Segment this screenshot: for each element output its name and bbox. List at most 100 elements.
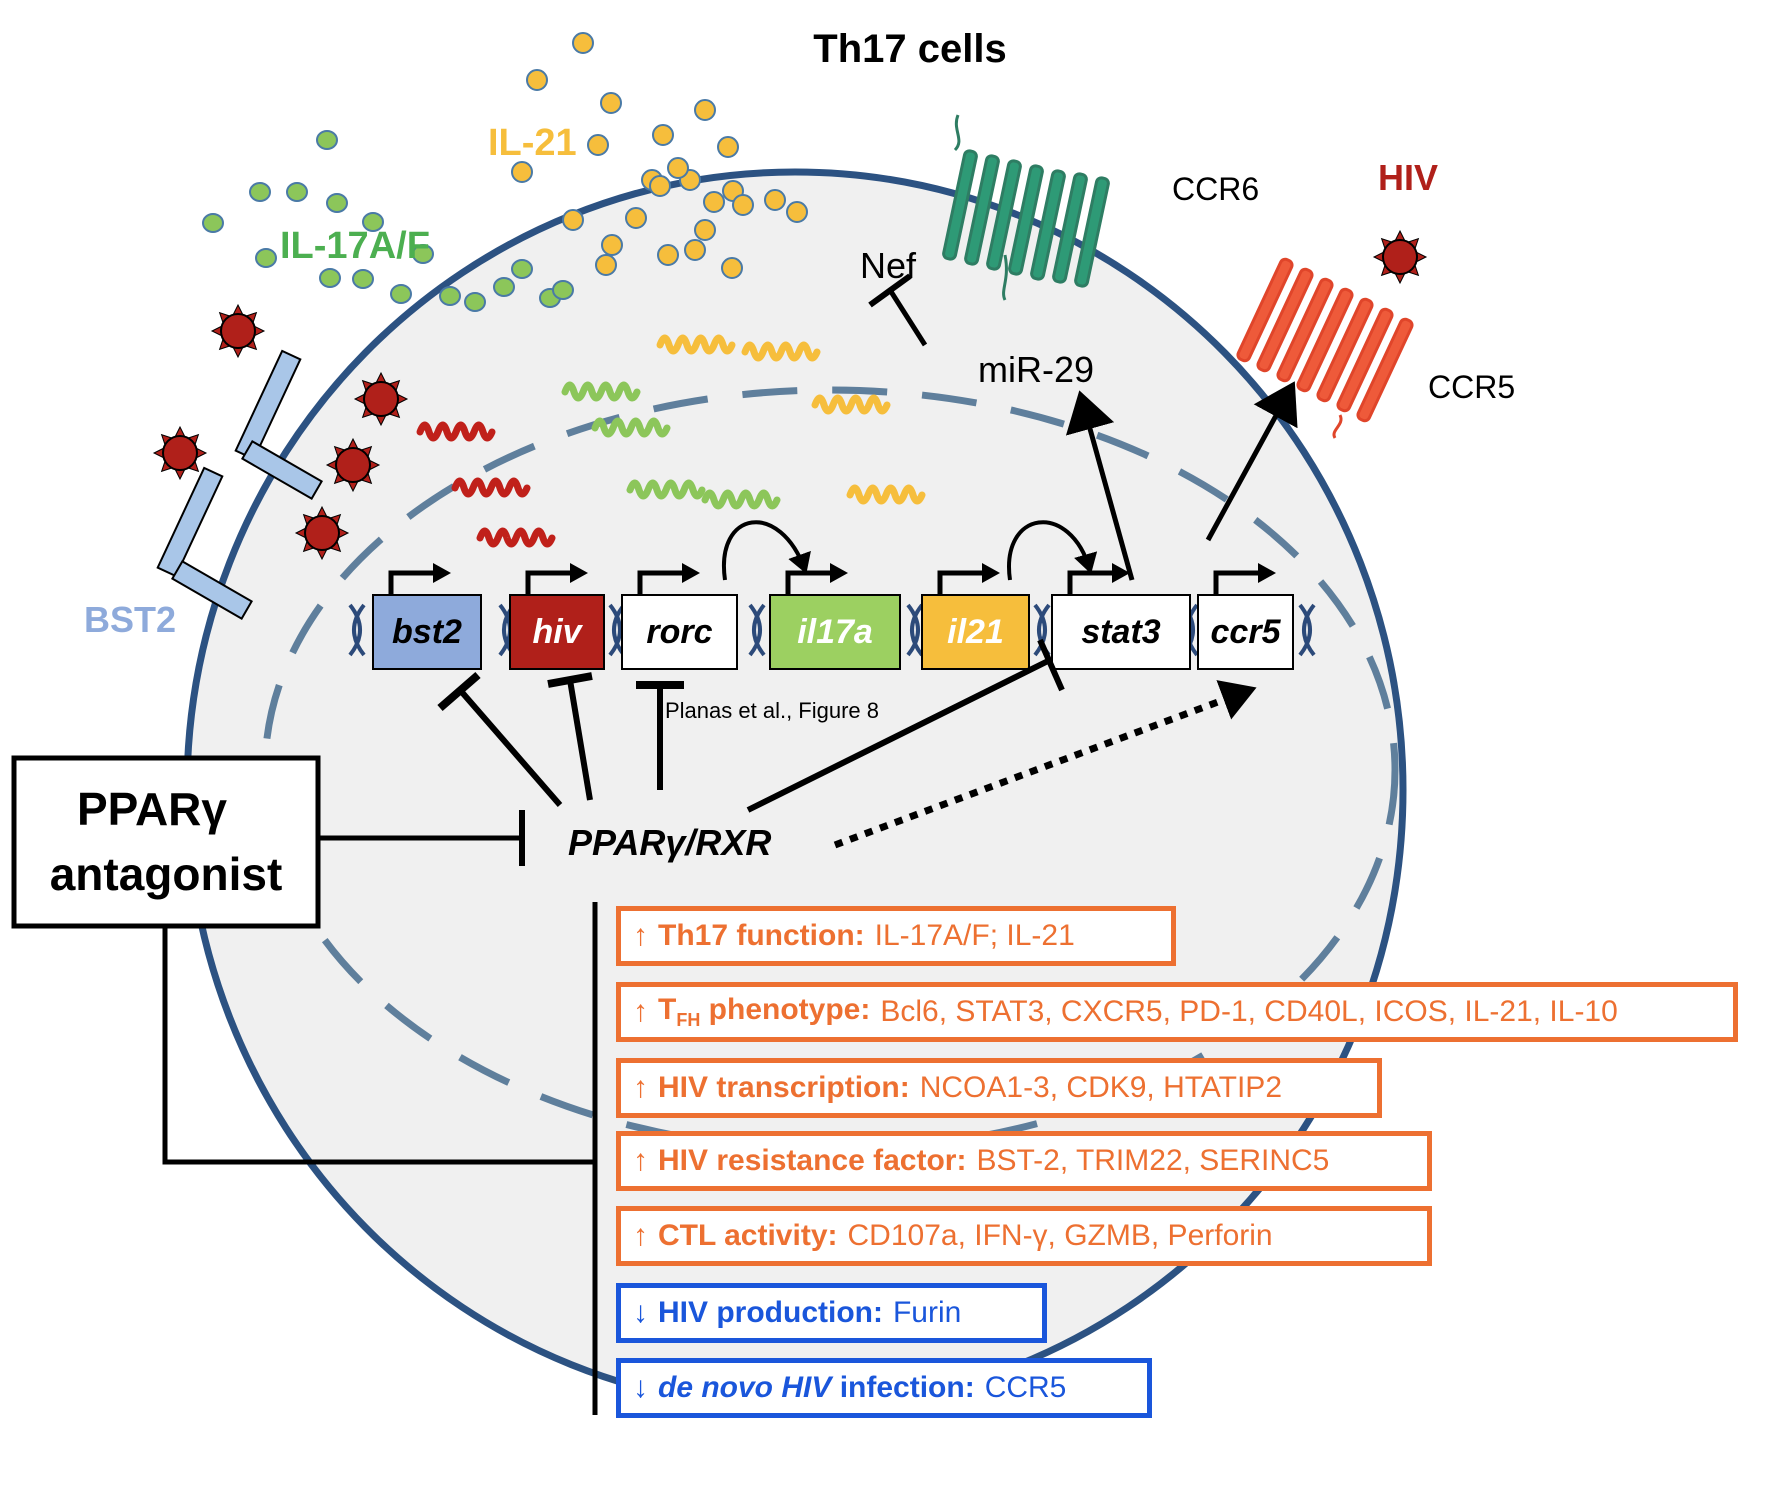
il21-dot: [595, 254, 617, 276]
pparg-inhibits-bst2-bar: [437, 671, 481, 712]
outcome-item: ↓HIV production:Furin: [616, 1283, 1047, 1343]
il17-dot: [286, 182, 308, 202]
mrna-squiggle: [591, 417, 671, 438]
promoter-arrow-icon: [1213, 570, 1260, 595]
outcome-item: ↑Th17 function:IL-17A/F; IL-21: [616, 906, 1176, 966]
promoter-arrowhead-icon: [1112, 563, 1130, 583]
promoter-arrow-icon: [1067, 570, 1114, 595]
gene-ccr5-box: [1197, 594, 1294, 670]
outcome-label: TFH phenotype:: [658, 993, 871, 1030]
il21-dot: [667, 157, 689, 179]
outcome-item: ↑TFH phenotype:Bcl6, STAT3, CXCR5, PD-1,…: [616, 982, 1738, 1042]
mir29-inhibits-nef: [887, 288, 928, 347]
mrna-squiggle: [846, 484, 926, 505]
il21-dot: [652, 124, 674, 146]
virion-core: [335, 447, 371, 483]
il17-dot: [326, 193, 348, 213]
rorc-to-il17a-loop: [721, 520, 811, 581]
virion-core: [1382, 239, 1418, 275]
outcome-label: HIV resistance factor:: [658, 1146, 966, 1176]
hiv-label: HIV: [1378, 157, 1438, 198]
il21-dot: [786, 201, 808, 223]
antagonist-line2: antagonist: [50, 848, 283, 900]
mir29-inhibit-bar: [868, 273, 912, 308]
outcome-label-text: HIV transcription:: [658, 1071, 910, 1104]
mrna-squiggle: [476, 527, 556, 548]
promoter-arrowhead-icon: [570, 563, 588, 583]
il17-dot: [202, 213, 224, 233]
il17-dot: [249, 182, 271, 202]
mrna-squiggle: [626, 479, 706, 500]
il21-dot: [764, 189, 786, 211]
gene-il17a-box: [769, 594, 901, 670]
mir29-label: miR-29: [978, 349, 1094, 390]
dna-helix-icon: [910, 603, 924, 657]
dna-helix-icon: [1298, 603, 1312, 657]
il17-dot: [439, 286, 461, 306]
ccr6-receptor: [942, 114, 1110, 301]
outcome-detail: CCR5: [984, 1371, 1067, 1404]
il21-dot: [600, 92, 622, 114]
outcome-item: ↑HIV transcription:NCOA1-3, CDK9, HTATIP…: [616, 1058, 1382, 1118]
citation: Planas et al., Figure 8: [665, 698, 879, 723]
promoter-arrow-icon: [637, 570, 684, 595]
promoter-arrow-icon: [388, 570, 435, 595]
outcome-label: Th17 function:: [658, 921, 865, 951]
gene-hiv-box: [509, 594, 605, 670]
dna-helix-icon: [748, 603, 762, 657]
promoter-arrowhead-icon: [682, 563, 700, 583]
il17-dot: [316, 130, 338, 150]
dna-helix-icon: [608, 603, 622, 657]
mrna-squiggle: [811, 394, 891, 415]
mrna-squiggle: [561, 381, 641, 402]
gene-rorc-box: [621, 594, 738, 670]
gene-bst2-label: bst2: [392, 613, 462, 651]
outcome-label: de novo HIV infection:: [658, 1373, 975, 1403]
dna-helix-icon: [1302, 603, 1316, 657]
arrow-up-icon: ↑: [633, 1219, 648, 1252]
arrow-up-icon: ↑: [633, 919, 648, 952]
gene-il21-box: [921, 594, 1030, 670]
outcome-detail: BST-2, TRIM22, SERINC5: [976, 1144, 1330, 1177]
mrna-squiggle: [451, 477, 531, 498]
bst2-tether-upper: [234, 349, 324, 501]
promoter-arrowhead-icon: [982, 563, 1000, 583]
ccr5-label: CCR5: [1428, 369, 1515, 405]
ccr6-label: CCR6: [1172, 171, 1259, 207]
il17-dot: [552, 280, 574, 300]
il17-dot: [255, 248, 277, 268]
promoter-arrow-icon: [785, 570, 832, 595]
il21-dot: [717, 136, 739, 158]
outcome-item: ↓de novo HIV infection:CCR5: [616, 1358, 1152, 1418]
il17-dot: [412, 244, 434, 264]
il21-dot: [511, 161, 533, 183]
il17-dot: [390, 284, 412, 304]
il21-dot: [721, 257, 743, 279]
hiv-virion-icon: [1372, 229, 1428, 285]
dna-helix-icon: [1033, 603, 1047, 657]
mrna-squiggle: [416, 421, 496, 442]
outcome-label-prefix: T: [658, 993, 677, 1026]
outcome-label-text: infection:: [831, 1371, 975, 1404]
il21-label: IL-21: [488, 122, 577, 164]
outcome-detail: Furin: [892, 1296, 962, 1329]
il17-dot: [511, 259, 533, 279]
virion-core: [304, 515, 340, 551]
il21-dot: [649, 175, 671, 197]
virion-core: [220, 313, 256, 349]
outcome-label-text: CTL activity:: [658, 1219, 838, 1252]
bst2-label: BST2: [84, 599, 176, 640]
il21-dot: [625, 207, 647, 229]
outcome-item: ↑HIV resistance factor:BST-2, TRIM22, SE…: [616, 1131, 1432, 1191]
il21-to-stat3-loop: [1007, 520, 1098, 581]
hiv-virions: [152, 229, 1428, 561]
il21-dot: [562, 209, 584, 231]
gene-il17a-label: il17a: [797, 613, 873, 651]
pparg-inhibits-hiv: [567, 679, 593, 801]
outcome-label-text: phenotype:: [700, 993, 871, 1026]
il17-dot: [493, 277, 515, 297]
virion-core: [363, 381, 399, 417]
outcome-detail: CD107a, IFN-γ, GZMB, Perforin: [847, 1219, 1273, 1252]
